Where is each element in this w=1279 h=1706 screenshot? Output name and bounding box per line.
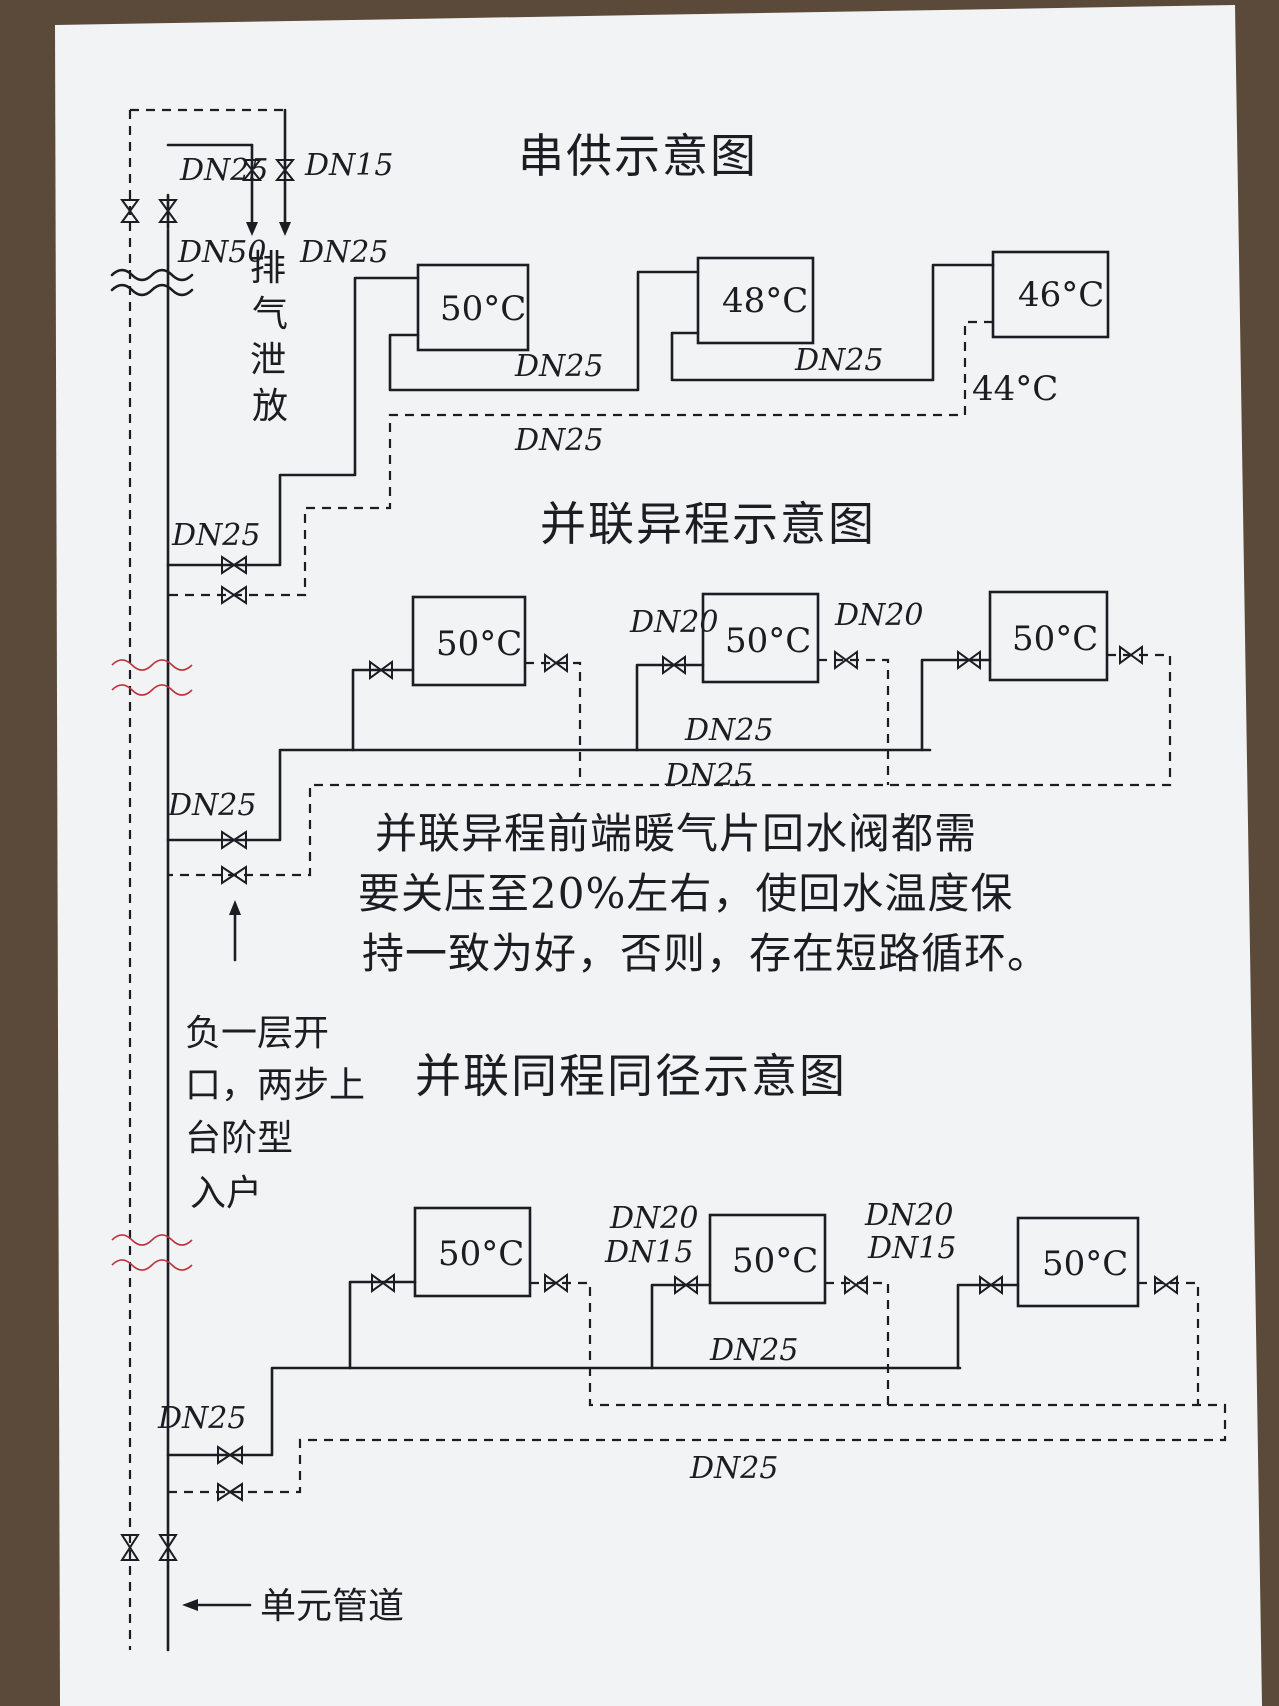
temp-series-2: 48°C xyxy=(722,281,808,321)
label-dn15-top: DN15 xyxy=(304,148,393,183)
radiator-reverse-2 xyxy=(701,592,820,684)
radiator-series-3 xyxy=(991,250,1110,339)
label-dn25-supply: DN25 xyxy=(299,235,388,270)
radiator-reverse-1 xyxy=(411,595,527,687)
radiator-reverse-3 xyxy=(988,590,1109,682)
note-line-3: 持一致为好，否则，存在短路循环。 xyxy=(362,929,1050,978)
temp-44: 44°C xyxy=(972,369,1058,409)
label-series-dn25-c: DN25 xyxy=(514,423,603,458)
temp-direct-3: 50°C xyxy=(1042,1244,1128,1284)
label-direct-dn20-a: DN20 xyxy=(609,1201,698,1236)
direct-section xyxy=(166,1206,1227,1502)
side-note-4: 入户 xyxy=(190,1173,262,1214)
series-section xyxy=(166,250,1110,605)
side-note-1: 负一层开 xyxy=(185,1013,329,1054)
bottom-valves xyxy=(120,1534,252,1611)
label-dn50: DN50 xyxy=(177,235,266,270)
top-valves xyxy=(120,159,296,236)
title-series: 串供示意图 xyxy=(518,129,758,183)
label-reverse-dn20-a: DN20 xyxy=(629,605,718,640)
label-direct-dn20-b: DN20 xyxy=(864,1198,953,1233)
bottom-label-unit-pipe: 单元管道 xyxy=(260,1586,404,1627)
temp-reverse-2: 50°C xyxy=(725,621,811,661)
label-dn25-top: DN25 xyxy=(179,153,268,188)
label-series-dn25-a: DN25 xyxy=(514,349,603,384)
side-note-3: 台阶型 xyxy=(185,1118,293,1159)
label-exhaust-4: 放 xyxy=(252,386,288,427)
label-reverse-dn25-b: DN25 xyxy=(664,758,753,793)
label-series-dn25-d: DN25 xyxy=(171,518,260,553)
break-marks xyxy=(110,268,194,1271)
reverse-section xyxy=(166,590,1172,962)
label-series-dn25-b: DN25 xyxy=(794,343,883,378)
temp-series-3: 46°C xyxy=(1018,275,1104,315)
label-exhaust-2: 气 xyxy=(252,294,288,335)
label-direct-dn25-a: DN25 xyxy=(709,1333,798,1368)
title-parallel-reverse: 并联异程示意图 xyxy=(540,497,876,551)
temp-direct-1: 50°C xyxy=(438,1234,524,1274)
label-reverse-dn20-b: DN20 xyxy=(834,598,923,633)
note-line-2: 要关压至20%左右，使回水温度保 xyxy=(358,869,1013,918)
label-direct-dn15-b: DN15 xyxy=(867,1231,956,1266)
radiator-direct-1 xyxy=(413,1206,532,1298)
temp-reverse-3: 50°C xyxy=(1012,619,1098,659)
main-risers xyxy=(128,108,287,1652)
label-exhaust-1: 排 xyxy=(250,248,286,289)
temp-reverse-1: 50°C xyxy=(436,624,522,664)
label-exhaust-3: 泄 xyxy=(250,340,286,381)
side-note-2: 口，两步上 xyxy=(185,1065,365,1106)
temp-direct-2: 50°C xyxy=(732,1241,818,1281)
radiator-direct-3 xyxy=(1016,1216,1140,1308)
radiator-direct-2 xyxy=(708,1213,827,1305)
label-direct-dn15-a: DN15 xyxy=(604,1235,693,1270)
note-line-1: 并联异程前端暖气片回水阀都需 xyxy=(375,809,977,858)
label-reverse-dn25-c: DN25 xyxy=(167,788,256,823)
label-direct-dn25-c: DN25 xyxy=(689,1451,778,1486)
radiator-series-1 xyxy=(416,263,530,352)
label-reverse-dn25-a: DN25 xyxy=(684,713,773,748)
radiator-series-2 xyxy=(696,256,815,345)
label-direct-dn25-b: DN25 xyxy=(157,1401,246,1436)
temp-series-1: 50°C xyxy=(440,289,526,329)
title-parallel-direct: 并联同程同径示意图 xyxy=(415,1049,847,1103)
